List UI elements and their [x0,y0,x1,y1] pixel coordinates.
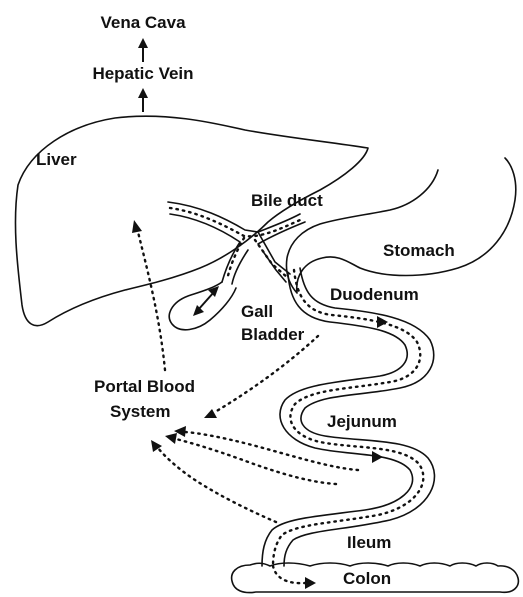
jejunum-label: Jejunum [327,412,397,431]
portal-blood-label: Portal Blood [94,377,195,396]
colon-inflow-arrow [273,566,316,589]
duodenum-label: Duodenum [330,285,419,304]
stomach-label: Stomach [383,241,455,260]
gall-bladder [169,282,236,330]
colon-label: Colon [343,569,391,588]
stomach-outline [286,158,515,293]
system-label: System [110,402,170,421]
ileum-label: Ileum [347,533,391,552]
gall-label: Gall [241,302,273,321]
portal-return-arrows [132,220,358,522]
vena-cava-label: Vena Cava [100,13,186,32]
hepatic-vein-label: Hepatic Vein [92,64,193,83]
bile-duct-label: Bile duct [251,191,323,210]
liver-label: Liver [36,150,77,169]
bladder-label: Bladder [241,325,305,344]
